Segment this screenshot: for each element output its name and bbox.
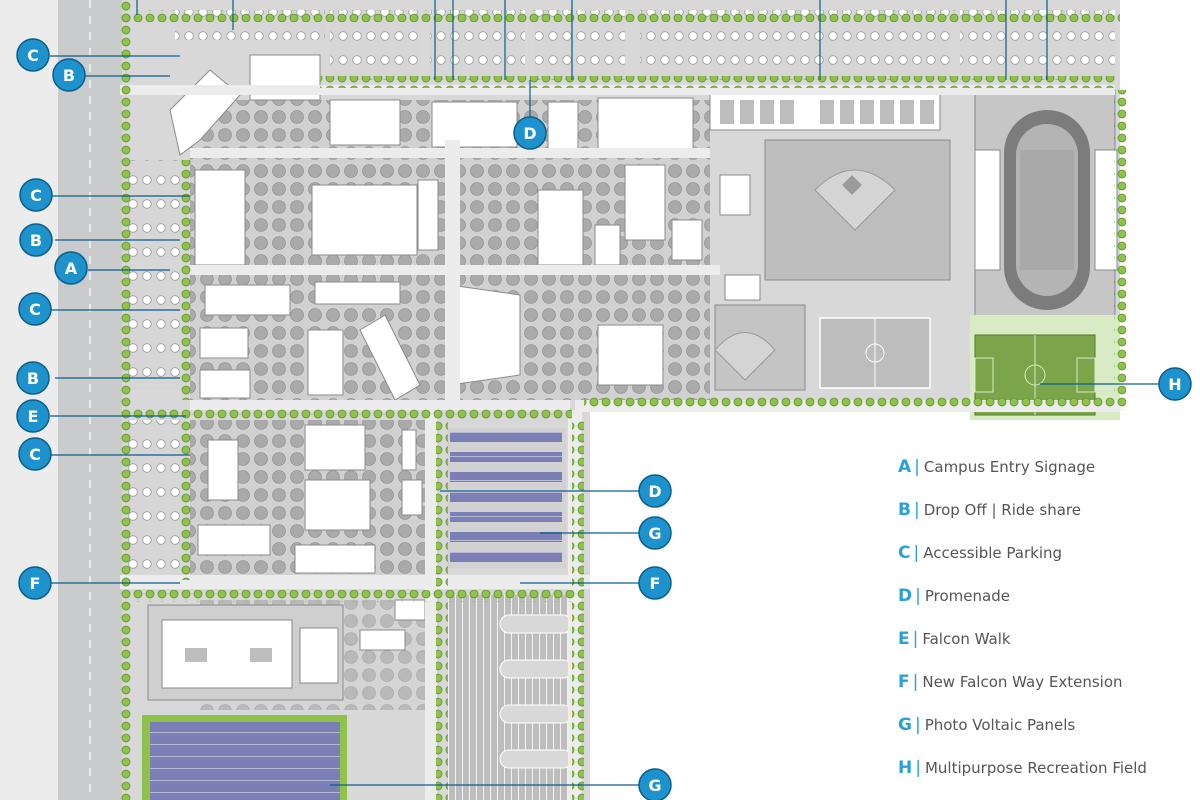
callout-letter: C (27, 46, 39, 65)
legend-letter: H (898, 758, 913, 778)
legend-separator: | (912, 672, 919, 692)
callout-circle (513, 116, 547, 150)
callout-f: F (18, 566, 52, 600)
legend-label: Photo Voltaic Panels (924, 716, 1076, 734)
callout-letter: C (29, 445, 41, 464)
legend-label: Accessible Parking (923, 544, 1063, 562)
callout-circle (54, 251, 88, 285)
legend-separator: | (915, 758, 921, 778)
solar-parking-southwest (142, 715, 347, 800)
callout-letter: D (648, 482, 661, 501)
buildings (169, 54, 761, 651)
southwest-facility (147, 604, 344, 701)
tree-rows (120, 0, 1126, 800)
legend-letter: G (898, 715, 912, 735)
legend-letter: A (898, 457, 912, 477)
legend-letter: F (898, 672, 910, 692)
callout-letter: D (523, 124, 536, 143)
sports-complex (709, 89, 1118, 391)
callout-g: G (638, 768, 672, 800)
callout-c: C (19, 178, 53, 212)
callout-circle (19, 223, 53, 257)
callout-c: C (18, 292, 52, 326)
callout-letter: F (650, 574, 661, 593)
callout-h: H (1158, 367, 1192, 401)
callout-g: G (638, 516, 672, 550)
callout-b: B (52, 58, 86, 92)
legend-separator: | (913, 543, 920, 563)
callout-circle (18, 437, 52, 471)
legend-item-f: F|New Falcon Way Extension (898, 670, 1123, 694)
callout-leaders (50, 0, 1160, 786)
callout-c: C (16, 38, 50, 72)
legend-item-b: B|Drop Off | Ride share (898, 498, 1081, 522)
west-road (0, 0, 122, 800)
callout-f: F (638, 566, 672, 600)
legend-item-a: A|Campus Entry Signage (898, 455, 1095, 479)
south-parking-lot (448, 595, 573, 800)
legend-separator: | (913, 500, 920, 520)
legend-label: Multipurpose Recreation Field (924, 759, 1147, 777)
callout-circle (16, 38, 50, 72)
legend-label: Campus Entry Signage (923, 458, 1096, 476)
legend-letter: B (898, 500, 911, 520)
legend-separator: | (915, 586, 921, 606)
callout-letter: A (65, 259, 78, 278)
legend-separator: | (914, 457, 920, 477)
callout-circle (638, 566, 672, 600)
callout-b: B (19, 223, 53, 257)
west-parking-lots (128, 160, 183, 570)
callout-letter: E (28, 407, 39, 426)
callout-e: E (16, 399, 50, 433)
legend-label: Falcon Walk (922, 630, 1011, 648)
callout-letter: H (1168, 375, 1181, 394)
callout-circle (638, 768, 672, 800)
legend-item-d: D|Promenade (898, 584, 1010, 608)
callout-b: B (16, 361, 50, 395)
callout-c: C (18, 437, 52, 471)
callout-letter: B (63, 66, 75, 85)
callout-circle (16, 399, 50, 433)
legend-label: Promenade (924, 587, 1010, 605)
callout-circle (18, 566, 52, 600)
callout-d: D (638, 474, 672, 508)
legend-separator: | (914, 715, 921, 735)
callout-letter: C (30, 186, 42, 205)
legend-letter: E (898, 629, 910, 649)
callout-circle (1158, 367, 1192, 401)
legend-label: New Falcon Way Extension (922, 673, 1123, 691)
callout-letter: F (30, 574, 41, 593)
legend-item-e: E|Falcon Walk (898, 627, 1011, 651)
callout-circle (638, 474, 672, 508)
callout-circle (638, 516, 672, 550)
callout-letter: B (27, 369, 39, 388)
callout-circle (18, 292, 52, 326)
callout-letter: G (648, 776, 661, 795)
legend-label: Drop Off | Ride share (923, 501, 1081, 519)
callout-letter: C (29, 300, 41, 319)
legend-letter: D (898, 586, 913, 606)
callout-a: A (54, 251, 88, 285)
callout-d: D (513, 116, 547, 150)
legend-item-g: G|Photo Voltaic Panels (898, 713, 1075, 737)
solar-parking-east (448, 428, 566, 568)
callout-circle (19, 178, 53, 212)
callout-circle (52, 58, 86, 92)
callout-letter: B (30, 231, 42, 250)
legend-item-c: C|Accessible Parking (898, 541, 1062, 565)
legend-item-h: H|Multipurpose Recreation Field (898, 756, 1147, 780)
legend-separator: | (912, 629, 919, 649)
callout-circle (16, 361, 50, 395)
callout-letter: G (648, 524, 661, 543)
legend-letter: C (898, 543, 911, 563)
